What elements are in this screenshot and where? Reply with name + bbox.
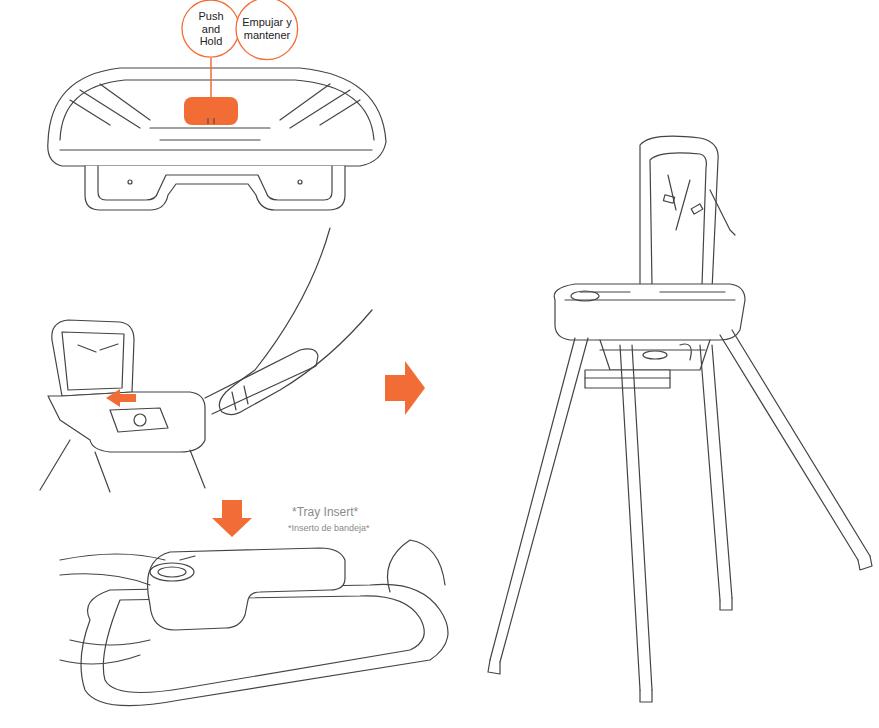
note-label: *Inserto de bandeja* — [288, 523, 370, 533]
callout-circle: Empujar y mantener — [235, 0, 299, 61]
callout-circle: Push and Hold — [181, 0, 240, 59]
callout-text: Empujar y mantener — [240, 16, 294, 41]
note-label: *Tray Insert* — [292, 505, 358, 519]
callout-text: Push and Hold — [191, 10, 231, 48]
